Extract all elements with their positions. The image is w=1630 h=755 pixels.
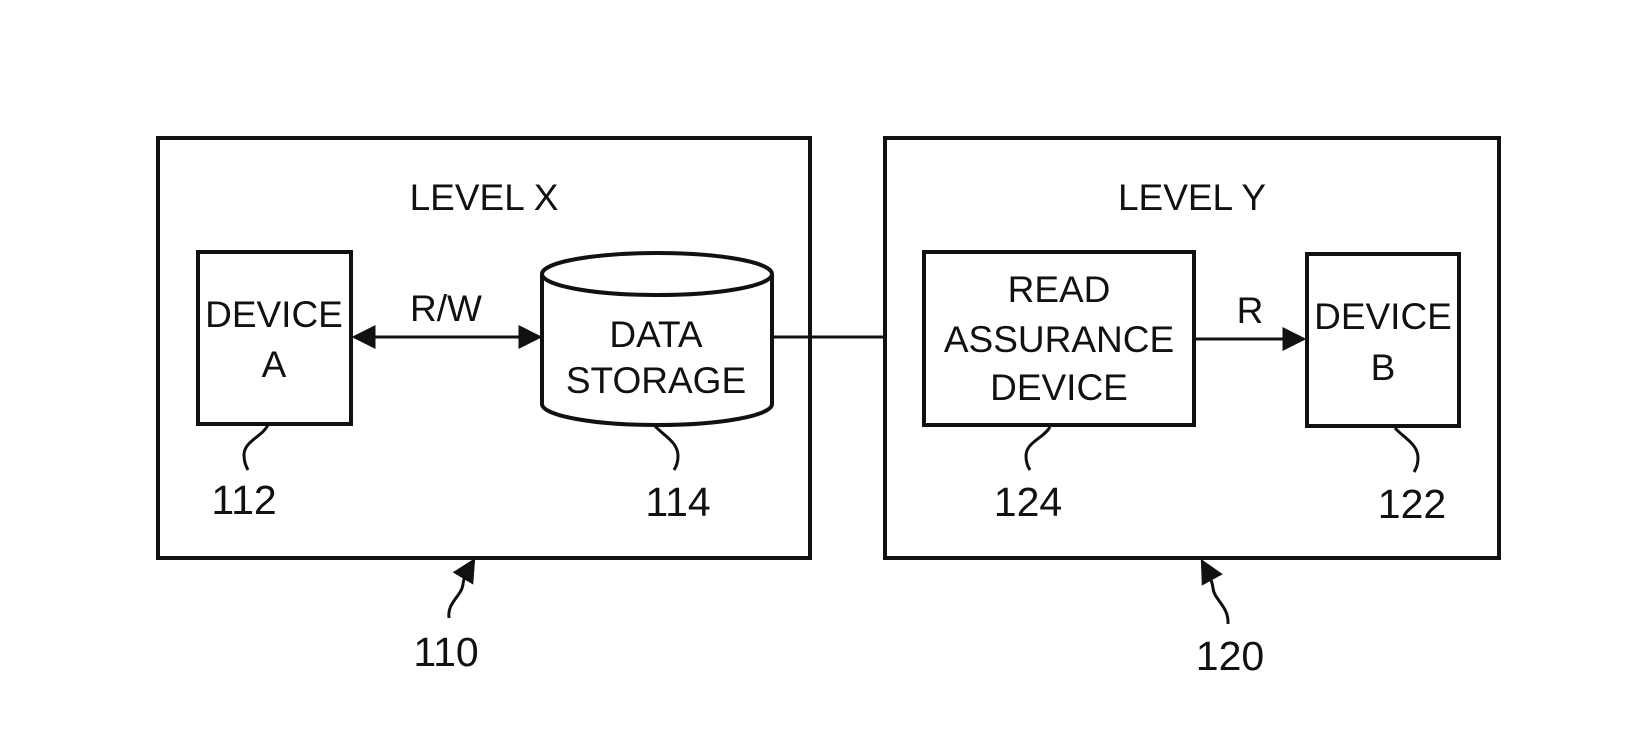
read-assurance-label-line1: READ (1008, 269, 1111, 310)
level-y-ref: 120 (1196, 633, 1264, 679)
device-b-label-line1: DEVICE (1314, 296, 1452, 337)
level-x-ref-leader (449, 560, 474, 618)
rw-label: R/W (410, 288, 482, 329)
level-x-group: LEVEL X DEVICE A 112 R/W DATA STORAGE 11… (158, 138, 810, 558)
level-y-ref-leader (1202, 561, 1228, 624)
device-b-box (1307, 254, 1459, 426)
read-assurance-ref: 124 (994, 479, 1062, 525)
device-a-label-line2: A (262, 344, 287, 385)
r-label: R (1237, 290, 1264, 331)
device-b-label-line2: B (1371, 347, 1396, 388)
data-storage-top (542, 253, 772, 295)
level-x-ref: 110 (413, 629, 478, 675)
device-a-ref: 112 (211, 477, 276, 523)
level-y-group: LEVEL Y READ ASSURANCE DEVICE 124 R DEVI… (885, 138, 1499, 558)
device-a-box (198, 252, 351, 424)
level-x-title: LEVEL X (410, 177, 559, 218)
device-b-ref: 122 (1378, 481, 1446, 527)
data-storage-label-line1: DATA (609, 314, 703, 355)
read-assurance-label-line2: ASSURANCE (944, 319, 1174, 360)
read-assurance-label-line3: DEVICE (990, 367, 1128, 408)
data-storage-ref: 114 (645, 479, 710, 525)
data-storage-label-line2: STORAGE (566, 360, 746, 401)
level-y-title: LEVEL Y (1118, 177, 1266, 218)
device-a-label-line1: DEVICE (205, 294, 343, 335)
